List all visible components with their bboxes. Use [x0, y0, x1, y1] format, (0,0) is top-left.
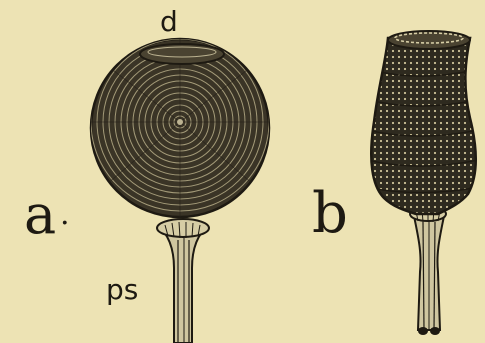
- figure-b: [368, 31, 478, 335]
- sphere-a: [80, 20, 280, 230]
- collar-a: [157, 219, 209, 238]
- label-b: b: [312, 186, 348, 242]
- label-a: a: [24, 188, 56, 242]
- label-d: d: [160, 8, 178, 36]
- stalk-b: [414, 216, 444, 335]
- label-ps: ps: [106, 276, 138, 304]
- stalk-a: [164, 232, 202, 343]
- label-a-dot: .: [60, 200, 70, 230]
- urn-b: [368, 31, 478, 214]
